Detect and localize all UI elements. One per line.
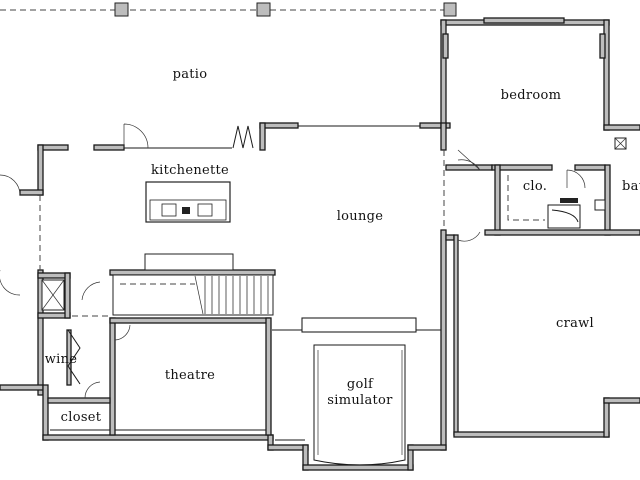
label-bath: bat xyxy=(622,179,640,194)
kitchen-island xyxy=(145,181,231,223)
label-bedroom: bedroom xyxy=(501,88,562,103)
label-closet-small: clo. xyxy=(523,179,547,194)
label-closet: closet xyxy=(61,410,102,425)
golf-screen xyxy=(301,317,417,466)
patio-door-swing xyxy=(123,123,149,149)
label-theatre: theatre xyxy=(165,368,215,383)
stair-treads xyxy=(204,276,269,314)
folding-door xyxy=(232,125,254,149)
stairs xyxy=(109,253,276,316)
patio-roof xyxy=(0,2,457,17)
west-wall xyxy=(0,144,44,396)
label-kitchenette: kitchenette xyxy=(151,163,229,178)
east-wall xyxy=(440,122,481,451)
label-simulator: simulator xyxy=(327,393,393,408)
label-crawl: crawl xyxy=(556,316,594,331)
bedroom-wing xyxy=(440,17,640,236)
south-wall xyxy=(42,384,447,471)
crawl-outline xyxy=(453,397,640,438)
label-lounge: lounge xyxy=(337,209,384,224)
label-wine: wine xyxy=(45,352,78,367)
interior-walls xyxy=(37,272,441,436)
north-wall xyxy=(37,122,451,151)
label-patio: patio xyxy=(173,67,208,82)
west-door-swing xyxy=(0,174,21,296)
room-labels: patio bedroom kitchenette clo. bat loung… xyxy=(45,67,640,425)
label-golf: golf xyxy=(347,377,374,392)
